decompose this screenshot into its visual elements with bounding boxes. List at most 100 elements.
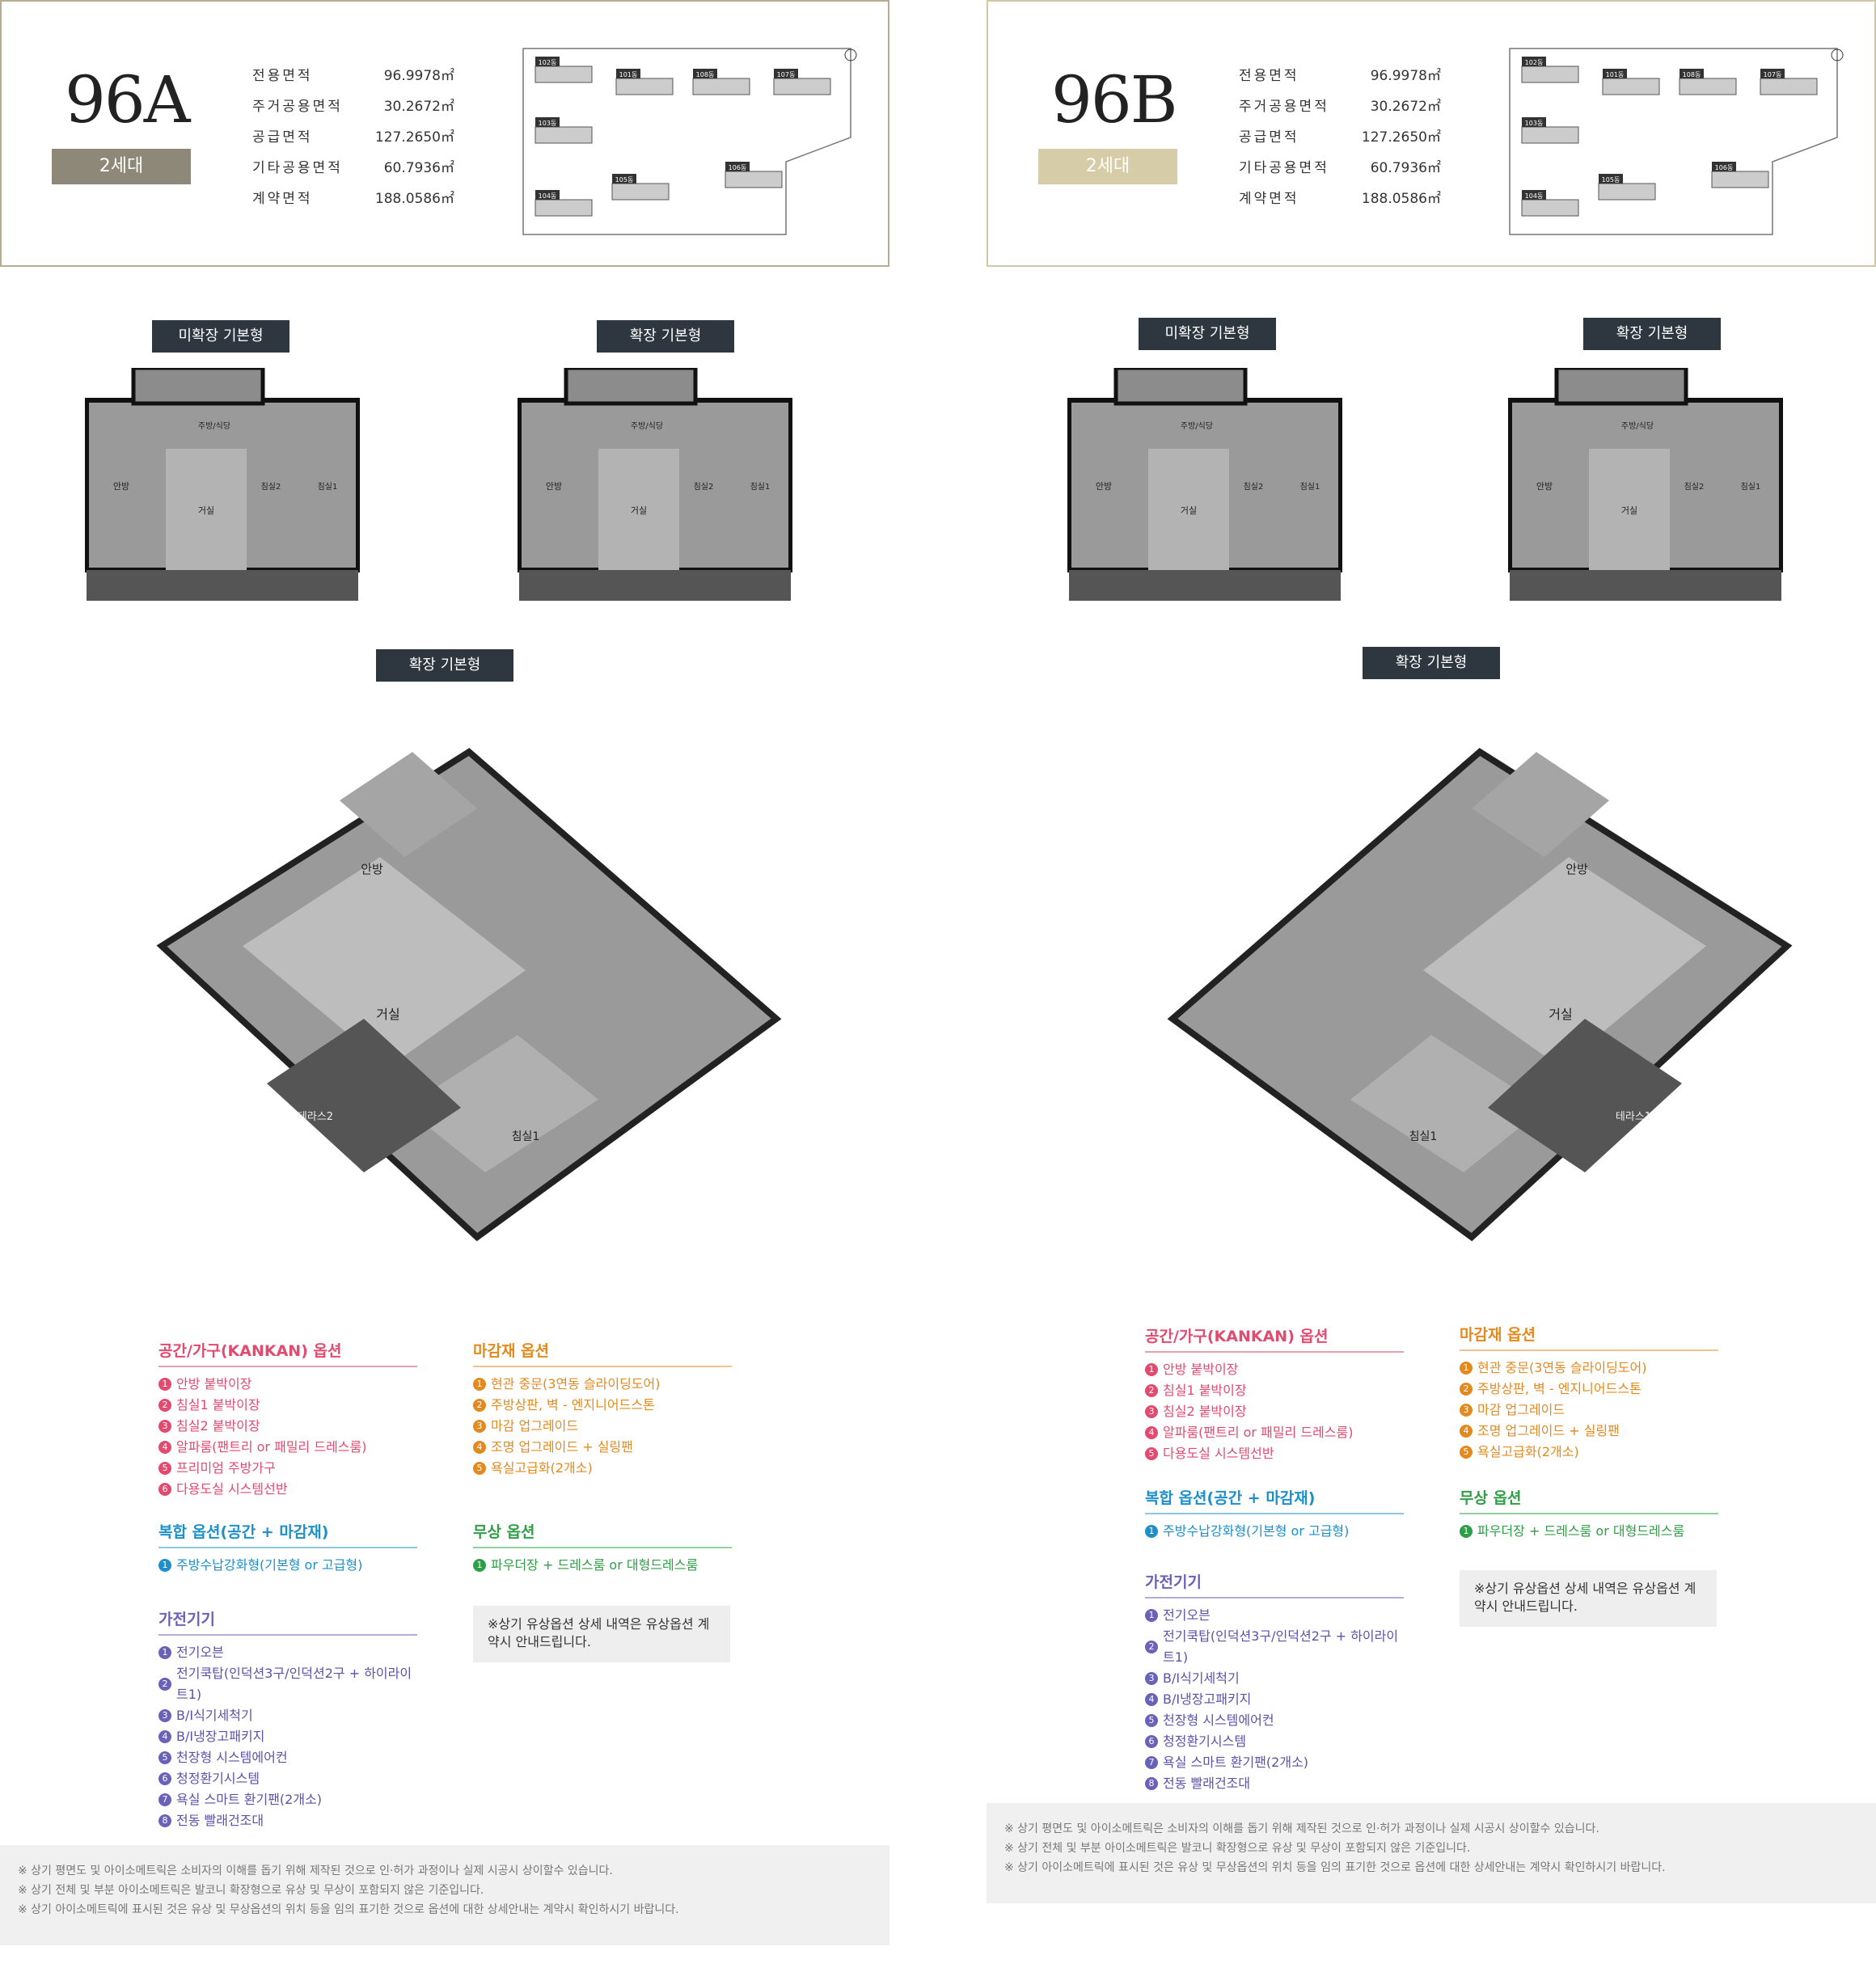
plan-title-expanded: 확장 기본형 [597, 320, 734, 353]
option-label: B/I식기세척기 [176, 1708, 253, 1723]
option-label: 파우더장 + 드레스룸 or 대형드레스룸 [1477, 1523, 1685, 1539]
option-number-icon: 1 [158, 1646, 171, 1659]
room-label: 침실1 [512, 1130, 540, 1143]
option-number-icon: 5 [158, 1462, 171, 1475]
site-building [1598, 183, 1656, 201]
room-label: 거실 [198, 505, 214, 516]
paid-option-note: ※상기 유상옵션 상세 내역은 유상옵션 계약시 안내드립니다. [473, 1606, 730, 1662]
site-building-tag [1680, 69, 1704, 78]
unit-type-title: 96A [65, 62, 191, 137]
option-label: 현관 중문(3연동 슬라이딩도어) [491, 1376, 661, 1392]
room-label: 주방/식당 [198, 421, 230, 431]
option-label: 주방수납강화형(기본형 or 고급형) [1163, 1523, 1350, 1539]
option-label: 전기오븐 [1163, 1607, 1211, 1623]
option-number-icon: 1 [1460, 1362, 1472, 1375]
option-label: 마감 업그레이드 [491, 1418, 579, 1434]
iso-bedroom [1350, 1035, 1544, 1172]
option-label: 침실1 붙박이장 [176, 1397, 260, 1413]
option-number-icon: 1 [158, 1559, 171, 1572]
option-number-icon: 6 [158, 1483, 171, 1496]
option-label: B/I식기세척기 [1163, 1670, 1240, 1686]
plan-living [166, 449, 247, 570]
site-building-tag [535, 117, 560, 127]
room-label: 침실2 [1684, 482, 1705, 492]
option-number-icon: 3 [1145, 1405, 1158, 1418]
option-number-icon: 1 [473, 1559, 486, 1572]
option-number-icon: 4 [1145, 1693, 1158, 1706]
site-building-label: 108동 [1683, 71, 1701, 78]
plan-living [1148, 449, 1229, 570]
room-label: 주방/식당 [631, 421, 663, 431]
option-label: 침실1 붙박이장 [1163, 1383, 1247, 1398]
option-number-icon: 2 [1145, 1384, 1158, 1397]
option-label: 조명 업그레이드 + 실링팬 [1477, 1423, 1620, 1438]
room-label: 테라스1 [1616, 1111, 1651, 1123]
site-building-label: 102동 [1525, 59, 1544, 66]
plan-terrace [519, 570, 791, 601]
site-building-label: 106동 [729, 164, 747, 171]
option-number-icon: 4 [1460, 1425, 1472, 1438]
option-item: 4 조명 업그레이드 + 실링팬 [1460, 1421, 1718, 1442]
option-label: 청정환기시스템 [176, 1771, 260, 1786]
site-building [1602, 78, 1660, 95]
option-number-icon: 5 [1145, 1447, 1158, 1460]
site-building-tag [1522, 190, 1546, 200]
option-label: 침실2 붙박이장 [176, 1418, 260, 1434]
site-building-tag [535, 57, 560, 66]
iso-terrace [267, 1019, 461, 1172]
option-number-icon: 3 [1145, 1672, 1158, 1685]
households-badge: 2세대 [52, 149, 191, 184]
plan-living [598, 449, 679, 570]
iso-group [156, 748, 782, 1242]
room-label: 침실1 [1409, 1130, 1438, 1143]
option-label: 알파룸(팬트리 or 패밀리 드레스룸) [1163, 1425, 1354, 1440]
option-number-icon: 1 [473, 1378, 486, 1391]
site-building [611, 183, 670, 201]
option-number-icon: 5 [1460, 1446, 1472, 1459]
plan-title-unexpanded: 미확장 기본형 [152, 320, 289, 353]
option-label: 주방상판, 벽 - 엔지니어드스톤 [491, 1397, 655, 1413]
option-number-icon: 1 [1145, 1363, 1158, 1376]
households-badge: 2세대 [1038, 149, 1177, 184]
iso-living [1423, 857, 1706, 1067]
option-number-icon: 2 [1145, 1641, 1158, 1653]
room-label: 안방 [1096, 481, 1112, 492]
iso-dress [1472, 752, 1609, 857]
option-number-icon: 1 [1460, 1525, 1472, 1538]
option-number-icon: 7 [158, 1793, 171, 1806]
plan-balcony [1113, 368, 1248, 406]
site-building-tag [1522, 117, 1546, 127]
option-label: 주방수납강화형(기본형 or 고급형) [176, 1557, 363, 1573]
room-label: 침실2 [261, 482, 281, 492]
iso-terrace [1488, 1019, 1682, 1172]
option-item: 1 파우더장 + 드레스룸 or 대형드레스룸 [1460, 1521, 1718, 1542]
site-building-tag [616, 69, 640, 78]
plan-terrace [1069, 570, 1341, 601]
site-building-label: 104동 [1525, 192, 1544, 200]
iso-dress [340, 752, 477, 857]
